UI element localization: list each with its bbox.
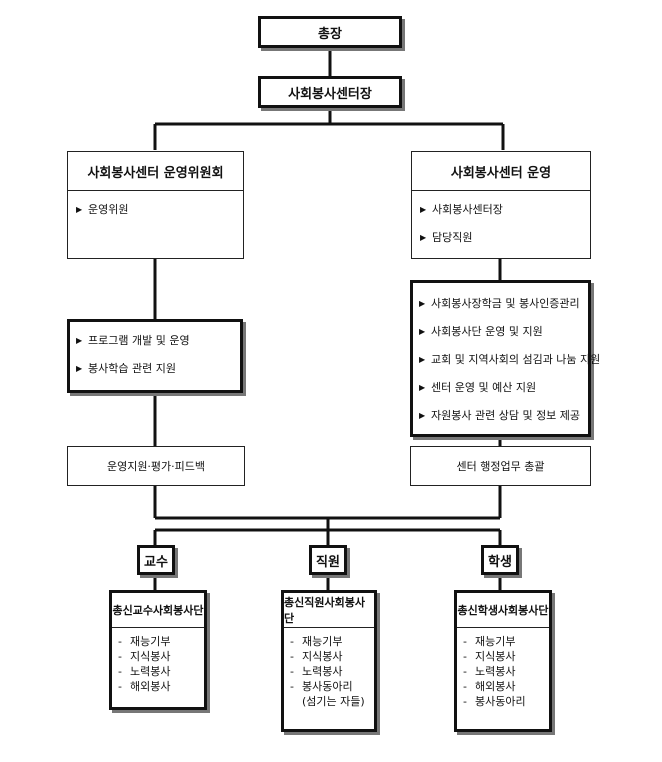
- student-label-box: 학생: [481, 545, 519, 575]
- admin-label: 센터 행정업무 총괄: [456, 460, 545, 473]
- staff-group-list: 재능기부 지식봉사 노력봉사 봉사동아리 (섬기는 자들): [284, 628, 374, 709]
- faculty-group-title: 총신교수사회봉사단: [112, 593, 204, 628]
- faculty-label-box: 교수: [137, 545, 175, 575]
- staff-group-title: 총신직원사회봉사단: [284, 593, 374, 628]
- operation-list: 사회봉사센터장 담당직원: [412, 191, 590, 245]
- committee-box: 사회봉사센터 운영위원회 운영위원: [67, 151, 244, 259]
- left-functions-list: 프로그램 개발 및 운영 봉사학습 관련 지원: [70, 322, 240, 376]
- admin-box: 센터 행정업무 총괄: [410, 446, 591, 486]
- staff-label: 직원: [316, 554, 340, 570]
- list-item: 담당직원: [420, 231, 590, 245]
- list-item: 교회 및 지역사회의 섬김과 나눔 지원: [419, 353, 600, 367]
- list-item: 재능기부: [288, 634, 374, 649]
- list-item: 지식봉사: [288, 649, 374, 664]
- committee-list: 운영위원: [68, 191, 243, 217]
- student-label: 학생: [488, 554, 512, 570]
- list-item: 해외봉사: [461, 679, 549, 694]
- president-box: 총장: [258, 16, 402, 48]
- support-label: 운영지원·평가·피드백: [106, 460, 206, 473]
- operation-title: 사회봉사센터 운영: [412, 152, 590, 191]
- list-item: 재능기부: [461, 634, 549, 649]
- center-director-label: 사회봉사센터장: [288, 86, 372, 102]
- list-item: 노력봉사: [461, 664, 549, 679]
- student-group-title: 총신학생사회봉사단: [457, 593, 549, 628]
- list-item: 봉사동아리: [461, 694, 549, 709]
- list-item: 노력봉사: [288, 664, 374, 679]
- list-item: 지식봉사: [116, 649, 204, 664]
- committee-title: 사회봉사센터 운영위원회: [68, 152, 243, 191]
- list-item: 해외봉사: [116, 679, 204, 694]
- support-box: 운영지원·평가·피드백: [67, 446, 245, 486]
- right-functions-list: 사회봉사장학금 및 봉사인증관리 사회봉사단 운영 및 지원 교회 및 지역사회…: [413, 283, 600, 423]
- student-group-box: 총신학생사회봉사단 재능기부 지식봉사 노력봉사 해외봉사 봉사동아리: [454, 590, 552, 732]
- faculty-group-list: 재능기부 지식봉사 노력봉사 해외봉사: [112, 628, 204, 694]
- president-label: 총장: [318, 26, 342, 42]
- list-item: 자원봉사 관련 상담 및 정보 제공: [419, 409, 588, 423]
- list-item: 운영위원: [76, 203, 243, 217]
- list-item: 사회봉사센터장: [420, 203, 590, 217]
- list-item: (섬기는 자들): [302, 695, 365, 708]
- student-group-list: 재능기부 지식봉사 노력봉사 해외봉사 봉사동아리: [457, 628, 549, 709]
- list-item: 사회봉사단 운영 및 지원: [419, 325, 588, 339]
- list-item: 프로그램 개발 및 운영: [76, 334, 240, 348]
- faculty-group-box: 총신교수사회봉사단 재능기부 지식봉사 노력봉사 해외봉사: [109, 590, 207, 710]
- left-functions-box: 프로그램 개발 및 운영 봉사학습 관련 지원: [67, 319, 243, 393]
- staff-group-box: 총신직원사회봉사단 재능기부 지식봉사 노력봉사 봉사동아리 (섬기는 자들): [281, 590, 377, 732]
- list-item: 노력봉사: [116, 664, 204, 679]
- list-item: 봉사학습 관련 지원: [76, 362, 240, 376]
- staff-label-box: 직원: [309, 545, 347, 575]
- center-director-box: 사회봉사센터장: [258, 76, 402, 108]
- faculty-label: 교수: [144, 554, 168, 570]
- list-item: 봉사동아리: [288, 679, 374, 694]
- list-item: 센터 운영 및 예산 지원: [419, 381, 588, 395]
- operation-box: 사회봉사센터 운영 사회봉사센터장 담당직원: [411, 151, 591, 259]
- list-item: 지식봉사: [461, 649, 549, 664]
- list-item: 사회봉사장학금 및 봉사인증관리: [419, 297, 588, 311]
- list-item: 재능기부: [116, 634, 204, 649]
- right-functions-box: 사회봉사장학금 및 봉사인증관리 사회봉사단 운영 및 지원 교회 및 지역사회…: [410, 280, 600, 437]
